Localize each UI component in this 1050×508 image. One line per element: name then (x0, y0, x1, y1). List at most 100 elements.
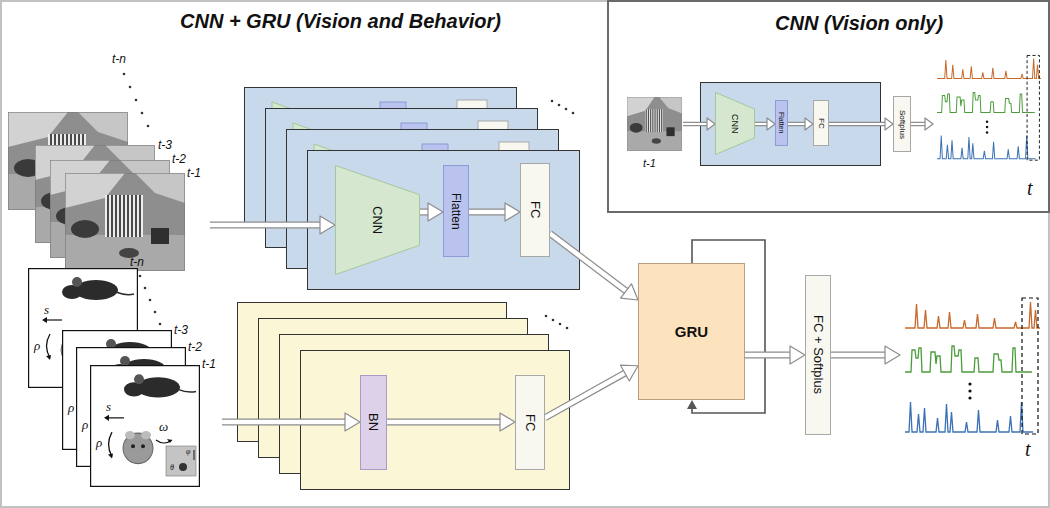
arrow-body (469, 210, 507, 215)
cnn-stack (245, 88, 580, 290)
text-anchor: t-2 (188, 340, 202, 354)
softplus-layer: Softplus (893, 96, 911, 152)
text-anchor: t-n (112, 52, 126, 66)
arrow-outline (683, 122, 708, 127)
arrow-head (345, 413, 360, 431)
arrow-head (885, 346, 900, 364)
time-label: t-2 (188, 340, 202, 354)
layer-label: FC (528, 201, 543, 218)
arrow-head (320, 216, 335, 234)
arrow-head (428, 203, 443, 221)
symbol-label: ρ (34, 338, 40, 354)
time-label: t-1 (202, 357, 216, 371)
arrow-body (550, 234, 627, 292)
fc-layer: FC (520, 163, 550, 257)
arrow-outline (911, 122, 926, 127)
arrow-body (831, 353, 887, 358)
text-anchor: ρ (68, 400, 74, 416)
text-anchor: ρ (82, 417, 88, 433)
time-label: t-2 (172, 152, 186, 166)
flow-arrow (222, 413, 360, 431)
text-anchor: t-1 (187, 166, 201, 180)
symbol-label: ρ (68, 400, 74, 416)
text-anchor: s (44, 302, 49, 318)
text-anchor: CNN + GRU (Vision and Behavior) (180, 10, 501, 33)
arrow-head (790, 346, 805, 364)
layer-label: Flatten (449, 193, 463, 230)
arrow-head (925, 118, 933, 130)
arrow-outline (745, 352, 792, 359)
cnn-block: CNN (335, 165, 420, 275)
arrow-outline (387, 419, 502, 426)
behavior-stack (29, 269, 200, 487)
fc-layer: FC (515, 375, 545, 470)
time-label: t-n (130, 255, 144, 269)
text-anchor: ρ (34, 338, 40, 354)
text-anchor: ω (159, 419, 168, 435)
arrow-outline (469, 209, 507, 216)
text-anchor: t-1 (202, 357, 216, 371)
symbol-label: s (44, 302, 49, 318)
arrow-outline (788, 122, 806, 127)
arrow-body (545, 372, 626, 417)
layer-label: CNN (370, 206, 385, 234)
fc-layer: FC (813, 100, 829, 146)
fc-softplus-layer: FC + Softplus (805, 275, 831, 435)
layer-label: CNN (730, 114, 740, 134)
behavior-encoder-stack (238, 303, 570, 490)
output-traces: t (900, 295, 1045, 465)
time-label: t-1 (643, 157, 656, 169)
output-traces: t (933, 55, 1045, 205)
arrow-head (885, 118, 893, 130)
text-anchor: CNN (Vision only) (775, 12, 943, 35)
arrow-head (767, 118, 775, 130)
layer-label: Flatten (778, 112, 785, 133)
text-anchor: t-3 (158, 138, 172, 152)
time-label: t-3 (174, 323, 188, 337)
arrow-outline (550, 234, 627, 292)
flow-arrow (745, 346, 805, 364)
text-anchor: t-1 (643, 157, 656, 169)
flatten-layer: Flatten (775, 100, 788, 146)
flow-arrow (683, 118, 715, 130)
panel-heading: CNN (Vision only) (775, 12, 943, 35)
arrow-head (707, 118, 715, 130)
symbol-label: φ (186, 447, 190, 456)
text-anchor: t-n (130, 255, 144, 269)
flow-arrow (829, 118, 893, 130)
image-stack (8, 73, 185, 271)
flow-arrow (550, 234, 638, 300)
arrow-head (805, 118, 813, 130)
arrow-body (788, 123, 806, 125)
layer-label: FC (817, 118, 826, 129)
arrow-body (683, 123, 708, 125)
arrow-head (621, 284, 638, 300)
arrow-body (387, 420, 502, 425)
inset-panel: CNN (Vision only) t-1 CNN Flatten FC Softplus… (607, 0, 1050, 213)
arrow-head (500, 413, 515, 431)
arrow-head (621, 365, 638, 381)
arrow-outline (829, 122, 886, 127)
arrow-outline (210, 222, 322, 229)
symbol-label: ω (159, 419, 168, 435)
flow-arrow (755, 118, 775, 130)
trapezoid-fill (716, 93, 755, 155)
text-anchor: φ (186, 447, 190, 456)
flow-arrow (210, 216, 335, 234)
flow-arrow (469, 203, 520, 221)
symbol-label: s (106, 399, 111, 415)
text-anchor: t (1025, 438, 1031, 461)
image-frames: t-n t-3t-2t-1 (5, 48, 210, 276)
inset-illustration (627, 55, 1041, 165)
symbol-label: θ (170, 463, 174, 472)
text-anchor: t-2 (172, 152, 186, 166)
output-traces (905, 298, 1040, 434)
arrow-body (829, 123, 886, 125)
time-label: t-3 (158, 138, 172, 152)
layer-label: FC (523, 414, 538, 431)
time-label: t-1 (187, 166, 201, 180)
arrow-body (911, 123, 926, 125)
